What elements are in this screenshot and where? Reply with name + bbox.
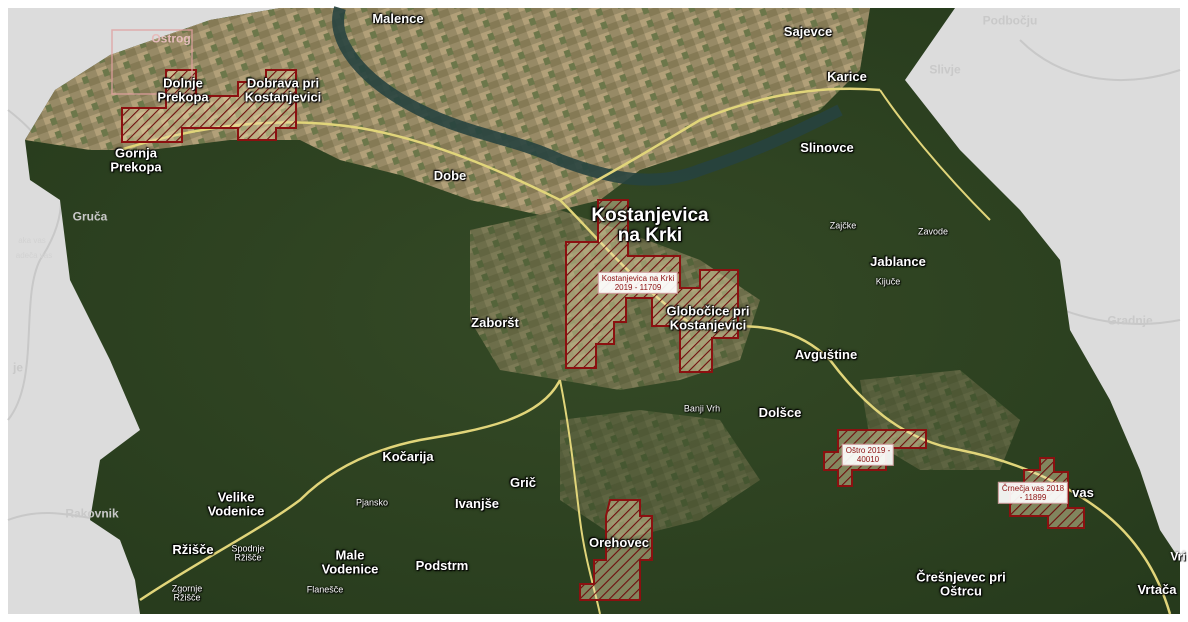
place-label-ivanjse: Ivanjše: [454, 496, 500, 512]
place-label-podstrm: Podstrm: [415, 558, 469, 574]
place-label-dolnje-prekopa: Dolnje Prekopa: [157, 75, 209, 104]
place-label-vas: vas: [1072, 485, 1094, 501]
place-label-kocarija: Kočarija: [382, 449, 434, 465]
place-label-gric: Grič: [509, 475, 537, 491]
place-label-sajevce: Sajevce: [783, 24, 833, 40]
place-label-vrtaca: Vrtača: [1137, 582, 1177, 598]
place-label-dobrava: Dobrava pri Kostanjevici: [244, 75, 322, 104]
place-label-vri: Vri: [1170, 549, 1186, 564]
place-label-avgustine: Avguštine: [794, 347, 858, 363]
place-label-spodnje-rzisce: Spodnje Ržišče: [231, 543, 265, 563]
place-label-gruca: Gruča: [72, 209, 108, 224]
place-label-jaka-vas: aka vas: [18, 235, 46, 245]
place-label-ostrog: Ostrog: [151, 31, 191, 46]
place-label-dobe: Dobe: [433, 168, 467, 184]
place-label-rzisce: Ržišče: [172, 542, 214, 558]
place-label-slinovce: Slinovce: [800, 140, 854, 156]
place-label-zavode: Zavode: [917, 226, 949, 237]
place-label-gornja-prekopa: Gornja Prekopa: [110, 145, 162, 174]
place-label-kijuce: Kijuče: [875, 276, 901, 287]
place-label-je: je: [12, 360, 24, 375]
place-label-slivje: Slivje: [929, 62, 961, 77]
place-label-podbocju: Podbočju: [982, 13, 1038, 28]
place-label-velike-vodenice: Velike Vodenice: [207, 489, 265, 518]
place-label-zaborst: Zaboršt: [471, 315, 519, 331]
zone-label-kostanjevica[interactable]: Kostanjevica na Krki 2019 - 11709: [597, 271, 679, 295]
place-label-rakovnik: Rakovnik: [65, 506, 119, 521]
place-label-jablance: Jablance: [870, 254, 926, 270]
place-label-banji-vrh: Banji Vrh: [683, 403, 721, 414]
place-label-flanesce: Flanešče: [306, 584, 344, 595]
place-label-male-vodenice: Male Vodenice: [321, 547, 379, 576]
place-label-karice: Karice: [827, 69, 867, 85]
place-label-zajcke: Zajčke: [829, 220, 857, 231]
place-label-dolsce: Dolšce: [758, 405, 802, 421]
place-label-pjansko: Pjansko: [355, 497, 389, 508]
place-label-cresnjevec: Črešnjevec pri Oštrcu: [916, 569, 1006, 598]
zone-label-ostro[interactable]: Oštro 2019 - 40010: [841, 443, 895, 467]
place-label-gradnje: Gradnje: [1107, 313, 1153, 328]
zone-label-crnecja[interactable]: Črnečja vas 2018 - 11899: [997, 481, 1069, 505]
place-label-globocice: Globočice pri Kostanjevici: [666, 303, 750, 332]
place-label-malence: Malence: [372, 11, 424, 27]
place-label-gadeca-vas: adeča vas: [15, 250, 53, 260]
place-label-orehovec: Orehovec: [589, 535, 649, 551]
place-label-kostanjevica: Kostanjevica na Krki: [591, 205, 709, 246]
place-label-zgornje-rzisce: Zgornje Ržišče: [171, 583, 203, 603]
